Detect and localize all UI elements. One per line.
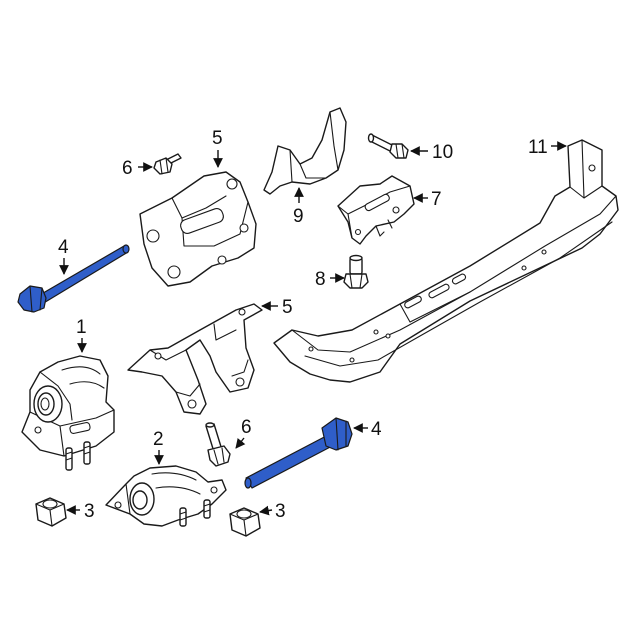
nut-part-3-right [229,507,261,537]
callout-number: 6 [241,417,252,438]
callout-number: 1 [76,317,87,338]
callout-6-upper: 6 [122,158,153,179]
mount-bracket-part-7 [337,175,415,245]
callout-number: 9 [293,206,304,227]
callout-number: 8 [315,269,326,290]
callout-3-right: 3 [259,501,286,522]
callout-6-lower: 6 [235,417,252,449]
callout-number: 6 [122,158,133,179]
callout-number: 4 [371,419,382,440]
callout-number: 3 [275,501,286,522]
stud-part-8 [343,254,369,289]
callout-11: 11 [528,137,567,158]
bracket-part-5-upper [139,171,257,287]
bolt-part-6-lower [205,422,231,467]
callout-number: 11 [528,137,548,158]
callout-4-upper: 4 [58,237,69,275]
bolt-part-6-upper [153,153,182,175]
bolt-part-4-lower-highlighted [244,417,353,489]
engine-mount-part-2 [105,465,227,527]
callout-4-lower: 4 [353,419,382,440]
callout-5-upper: 5 [212,128,223,168]
crossmember-part-11 [273,139,619,383]
callout-1: 1 [76,317,87,353]
callout-10: 10 [410,142,453,163]
callout-9: 9 [293,187,304,227]
bolt-part-10 [367,133,409,159]
callout-2: 2 [153,429,164,465]
callout-number: 5 [212,128,223,149]
callout-5-lower: 5 [261,297,293,318]
shield-part-9 [263,107,347,195]
engine-mount-part-1 [21,355,115,471]
callout-number: 4 [58,237,69,258]
callout-3-left: 3 [66,501,95,522]
nut-part-3-left [35,497,67,527]
callout-number: 3 [84,501,95,522]
callout-number: 5 [282,297,293,318]
callout-number: 2 [153,429,164,450]
callouts: 1 2 3 3 4 4 5 5 [58,128,567,522]
callout-number: 7 [431,189,442,210]
bracket-part-5-lower [127,303,263,415]
callout-7: 7 [413,189,442,210]
callout-8: 8 [315,269,345,290]
callout-number: 10 [432,142,453,163]
bolt-part-4-upper-highlighted [17,244,130,313]
